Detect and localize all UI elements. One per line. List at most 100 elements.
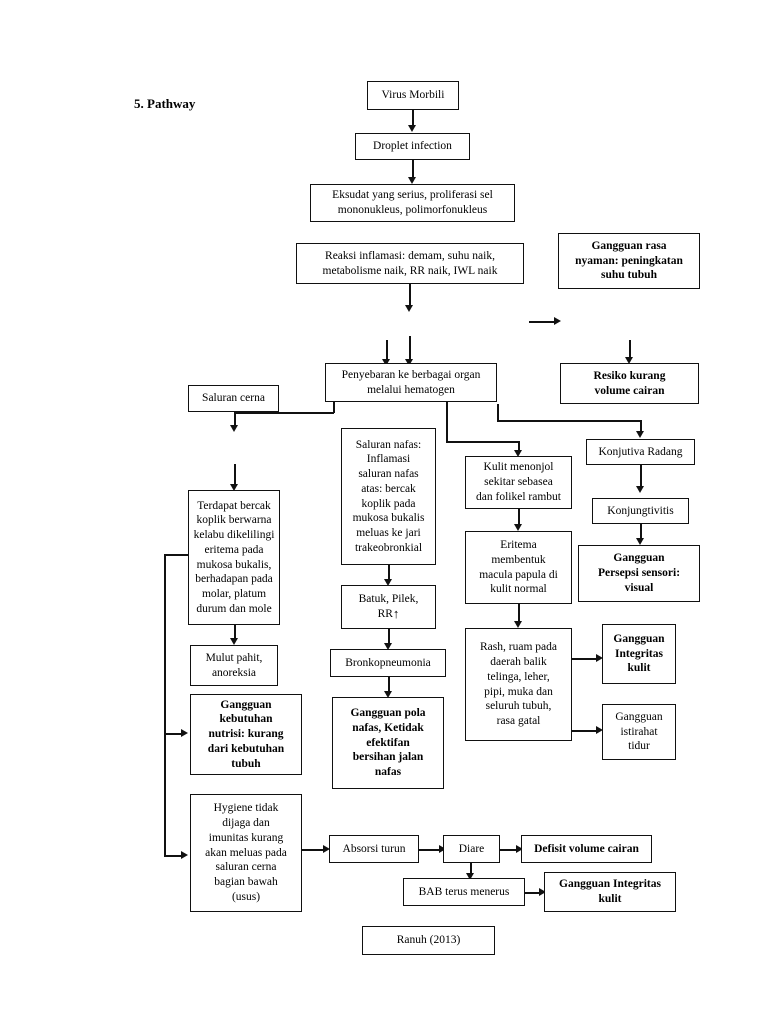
arrow-penyebaran-to-konjutiva — [636, 431, 644, 438]
arrow-konjungtivitis-to-persepsi — [636, 538, 644, 545]
arrow-rail-to-hygiene — [181, 851, 188, 859]
node-rash[interactable]: Rash, ruam pada daerah balik telinga, le… — [465, 628, 572, 741]
node-gangguan-integritas-kulit-2[interactable]: Gangguan Integritas kulit — [544, 872, 676, 912]
node-gangguan-istirahat-tidur[interactable]: Gangguan istirahat tidur — [602, 704, 676, 760]
node-saluran-cerna-label: Saluran cerna — [202, 392, 265, 405]
connector-konjungtivitis-to-persepsi — [640, 524, 642, 541]
arrow-kulit-to-eritema — [514, 524, 522, 531]
arrow-diare-to-defisit — [516, 845, 523, 853]
node-batuk-pilek[interactable]: Batuk, Pilek, RR↑ — [341, 585, 436, 629]
node-reaksi-inflamasi-label: Reaksi inflamasi: demam, suhu naik, meta… — [322, 249, 498, 277]
arrow-batuk-to-bronko — [384, 643, 392, 650]
connector-standalone-horizontal — [529, 321, 556, 323]
node-gangguan-persepsi-sensori[interactable]: Gangguan Persepsi sensori: visual — [578, 545, 700, 602]
node-virus-morbili-label: Virus Morbili — [381, 89, 445, 102]
connector-cerna-down-2 — [234, 464, 236, 486]
arrow-absorsi-to-diare — [439, 845, 446, 853]
node-defisit-volume-cairan[interactable]: Defisit volume cairan — [521, 835, 652, 863]
node-penyebaran-hematogen[interactable]: Penyebaran ke berbagai organ melalui hem… — [325, 363, 497, 402]
connector-penyebaran-to-konjutiva-v1 — [497, 404, 499, 422]
connector-diare-to-bab — [470, 863, 472, 876]
connector-penyebaran-to-cerna-v — [333, 402, 335, 413]
connector-hygiene-to-absorsi — [302, 849, 326, 851]
node-batuk-pilek-label: Batuk, Pilek, RR↑ — [346, 592, 431, 621]
node-diare[interactable]: Diare — [443, 835, 500, 863]
node-eritema[interactable]: Eritema membentuk macula papula di kulit… — [465, 531, 572, 604]
node-saluran-nafas-label: Saluran nafas: Inflamasi saluran nafas a… — [352, 438, 425, 554]
node-gangguan-pola-nafas-label: Gangguan pola nafas, Ketidak efektifan b… — [350, 707, 426, 779]
arrow-cerna-down-1 — [230, 425, 238, 432]
node-gangguan-integritas-kulit-1[interactable]: Gangguan Integritas kulit — [602, 624, 676, 684]
connector-penyebaran-to-konjutiva-v2 — [640, 420, 642, 434]
connector-penyebaran-to-kulit-v2 — [518, 441, 520, 453]
node-defisit-volume-cairan-label: Defisit volume cairan — [534, 842, 639, 855]
connector-rash-to-integritas — [572, 658, 599, 660]
node-terdapat-bercak-koplik[interactable]: Terdapat bercak koplik berwarna kelabu d… — [188, 490, 280, 625]
node-rash-label: Rash, ruam pada daerah balik telinga, le… — [480, 641, 557, 727]
node-mulut-pahit[interactable]: Mulut pahit, anoreksia — [190, 645, 278, 686]
node-gangguan-rasa-nyaman-label: Gangguan rasa nyaman: peningkatan suhu t… — [575, 239, 683, 282]
connector-rail-top — [164, 554, 189, 556]
node-hygiene[interactable]: Hygiene tidak dijaga dan imunitas kurang… — [190, 794, 302, 912]
node-bronkopneumonia[interactable]: Bronkopneumonia — [330, 649, 446, 677]
connector-reaksi-down — [409, 284, 411, 307]
arrow-rash-to-integritas — [596, 654, 603, 662]
connector-bronko-to-pola-nafas — [388, 677, 390, 694]
node-droplet-infection[interactable]: Droplet infection — [355, 133, 470, 160]
node-gangguan-istirahat-tidur-label: Gangguan istirahat tidur — [615, 710, 663, 753]
node-saluran-nafas[interactable]: Saluran nafas: Inflamasi saluran nafas a… — [341, 428, 436, 565]
node-konjungtivitis[interactable]: Konjungtivitis — [592, 498, 689, 524]
connector-bercak-to-mulut — [234, 625, 236, 641]
arrow-cerna-down-2 — [230, 484, 238, 491]
connector-batuk-to-bronko — [388, 629, 390, 645]
node-gangguan-nutrisi-label: Gangguan kebutuhan nutrisi: kurang dari … — [207, 698, 285, 770]
node-konjutiva-radang-label: Konjutiva Radang — [598, 445, 683, 458]
connector-penyebaran-to-konjutiva-h — [497, 420, 641, 422]
node-eksudat[interactable]: Eksudat yang serius, proliferasi sel mon… — [310, 184, 515, 222]
arrow-droplet-to-eksudat — [408, 177, 416, 184]
connector-into-penyebaran-left — [386, 340, 388, 362]
arrow-into-resiko — [625, 357, 633, 364]
connector-eritema-to-rash — [518, 604, 520, 624]
arrow-standalone-right — [554, 317, 561, 325]
node-kulit-menonjol[interactable]: Kulit menonjol sekitar sebasea dan folik… — [465, 456, 572, 509]
arrow-reaksi-down — [405, 305, 413, 312]
connector-rash-to-istirahat — [572, 730, 599, 732]
node-resiko-kurang-volume[interactable]: Resiko kurang volume cairan — [560, 363, 699, 404]
connector-diare-to-defisit — [500, 849, 519, 851]
node-citation-label: Ranuh (2013) — [396, 934, 461, 947]
node-reaksi-inflamasi[interactable]: Reaksi inflamasi: demam, suhu naik, meta… — [296, 243, 524, 284]
connector-penyebaran-to-cerna-h — [234, 412, 334, 414]
connector-nafas-to-batuk — [388, 565, 390, 582]
node-gangguan-persepsi-sensori-label: Gangguan Persepsi sensori: visual — [597, 552, 681, 594]
arrow-bercak-to-mulut — [230, 638, 238, 645]
connector-penyebaran-to-kulit-h — [446, 441, 519, 443]
node-virus-morbili[interactable]: Virus Morbili — [367, 81, 459, 110]
connector-kulit-to-eritema — [518, 509, 520, 527]
node-konjutiva-radang[interactable]: Konjutiva Radang — [586, 439, 695, 465]
node-eksudat-label: Eksudat yang serius, proliferasi sel mon… — [332, 189, 493, 216]
node-absorsi-turun-label: Absorsi turun — [342, 842, 406, 855]
node-bab-terus-menerus[interactable]: BAB terus menerus — [403, 878, 525, 906]
connector-konjutiva-to-konjungtivitis — [640, 465, 642, 488]
node-gangguan-rasa-nyaman[interactable]: Gangguan rasa nyaman: peningkatan suhu t… — [558, 233, 700, 289]
node-batuk-pilek-text: Batuk, Pilek, RR — [358, 593, 419, 620]
node-saluran-cerna[interactable]: Saluran cerna — [188, 385, 279, 412]
connector-into-resiko — [629, 340, 631, 360]
node-gangguan-pola-nafas[interactable]: Gangguan pola nafas, Ketidak efektifan b… — [332, 697, 444, 789]
connector-into-penyebaran-right — [409, 336, 411, 362]
connector-rail-vertical — [164, 554, 166, 856]
arrow-rash-to-istirahat — [596, 726, 603, 734]
connector-rail-to-nutrisi — [164, 733, 183, 735]
node-absorsi-turun[interactable]: Absorsi turun — [329, 835, 419, 863]
connector-virus-to-droplet — [412, 110, 414, 127]
connector-cerna-down-1 — [234, 412, 236, 427]
arrow-nafas-to-batuk — [384, 579, 392, 586]
node-penyebaran-hematogen-label: Penyebaran ke berbagai organ melalui hem… — [341, 368, 481, 396]
node-droplet-infection-label: Droplet infection — [373, 140, 452, 153]
connector-penyebaran-to-kulit-v1 — [446, 402, 448, 442]
node-gangguan-nutrisi[interactable]: Gangguan kebutuhan nutrisi: kurang dari … — [190, 694, 302, 775]
arrow-into-penyebaran-right — [405, 359, 413, 366]
connector-absorsi-to-diare — [419, 849, 442, 851]
arrow-penyebaran-to-kulit — [514, 450, 522, 457]
